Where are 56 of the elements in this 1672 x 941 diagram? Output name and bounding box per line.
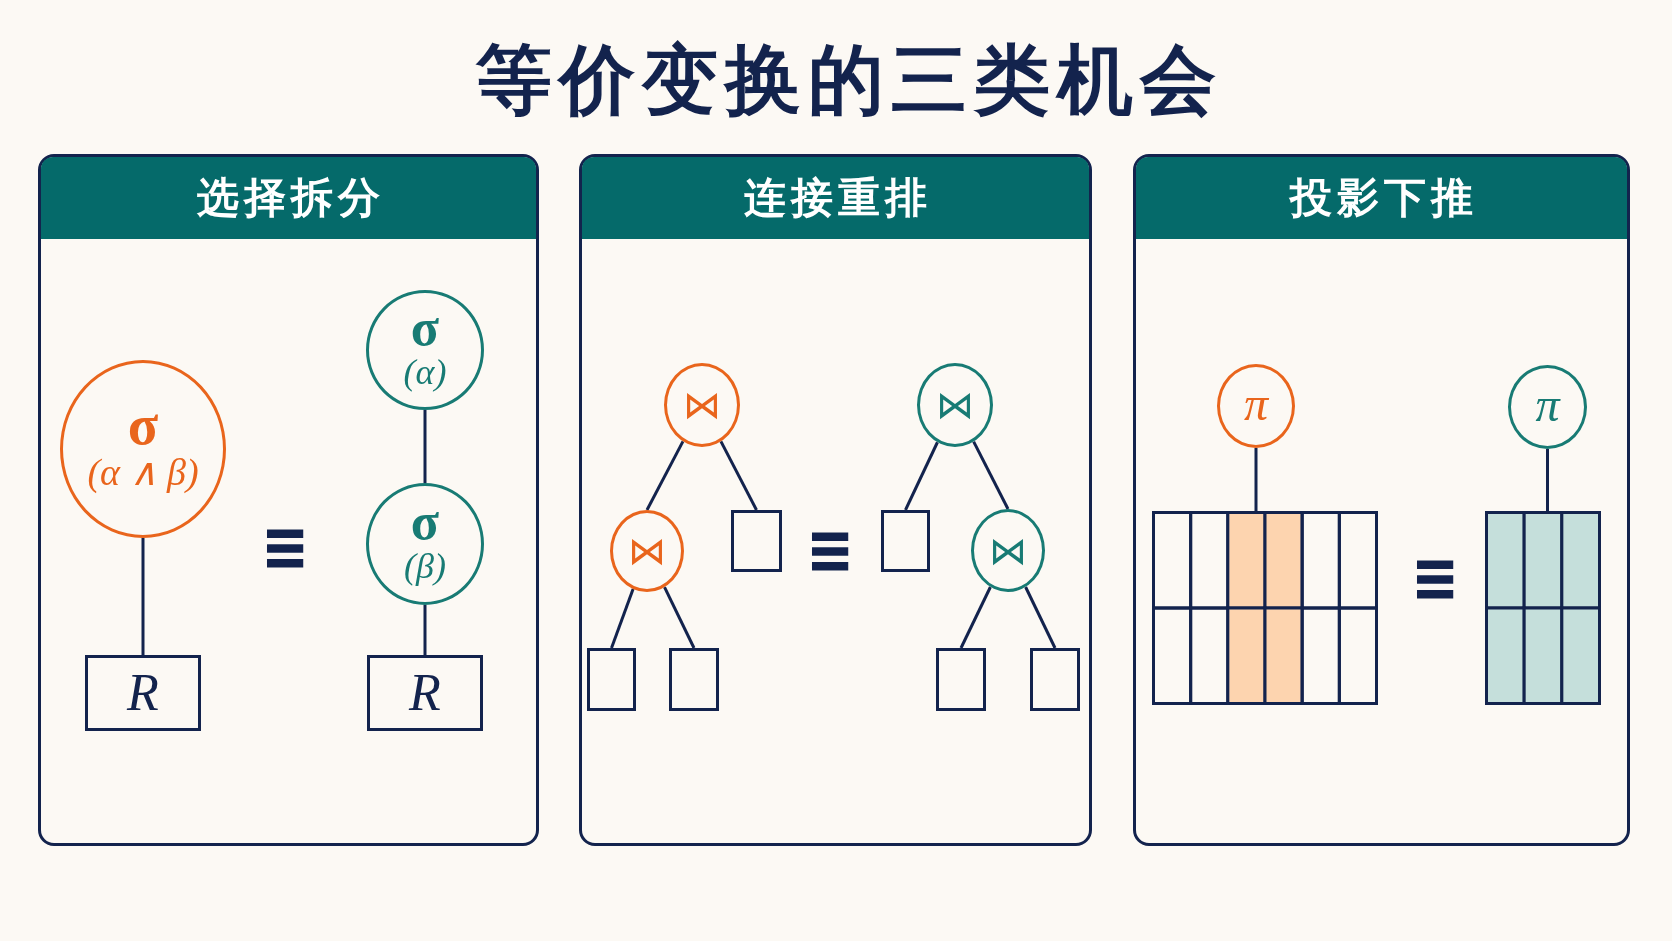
panel-header: 选择拆分 bbox=[41, 157, 536, 239]
selection-condition: (α ∧ β) bbox=[87, 453, 199, 493]
connector-line bbox=[610, 588, 635, 649]
join-symbol: ⋈ bbox=[989, 531, 1027, 570]
projection-node bbox=[1217, 364, 1295, 448]
selection-condition: (α) bbox=[403, 354, 447, 392]
connector-line bbox=[719, 440, 758, 511]
diagram-title: 等价变换的三类机会 bbox=[474, 38, 1223, 122]
equivalence-sign: ≡ bbox=[806, 527, 854, 573]
connector-line bbox=[423, 410, 427, 483]
equivalence-sign: ≡ bbox=[261, 524, 309, 570]
connector-line bbox=[423, 605, 427, 655]
join-symbol: ⋈ bbox=[936, 386, 974, 424]
selection-node bbox=[366, 483, 484, 605]
relation-box bbox=[669, 648, 719, 711]
selection-node bbox=[60, 360, 226, 538]
panel-header: 投影下推 bbox=[1136, 157, 1627, 239]
connector-line bbox=[645, 440, 685, 511]
panel-card bbox=[1133, 154, 1630, 846]
join-node bbox=[664, 363, 740, 447]
selection-symbol: σ bbox=[410, 496, 440, 549]
relation-box bbox=[587, 648, 636, 711]
panel-header: 连接重排 bbox=[582, 157, 1089, 239]
connector-line bbox=[1024, 586, 1057, 649]
equivalence-sign: ≡ bbox=[1411, 555, 1459, 601]
selection-symbol: σ bbox=[127, 397, 159, 454]
connector-line bbox=[904, 441, 939, 511]
relation-box bbox=[731, 510, 782, 572]
relation-table bbox=[1485, 511, 1601, 705]
selection-node bbox=[366, 290, 484, 410]
relation-name: R bbox=[409, 667, 441, 719]
connector-line bbox=[663, 586, 696, 649]
relation-box bbox=[367, 655, 483, 731]
relation-box bbox=[936, 648, 986, 711]
relation-box bbox=[85, 655, 201, 731]
connector-line bbox=[972, 440, 1010, 510]
connector-line bbox=[141, 538, 145, 655]
relation-table bbox=[1152, 511, 1378, 705]
connector-line bbox=[959, 586, 992, 649]
join-node bbox=[917, 363, 993, 447]
projection-symbol: π bbox=[1535, 381, 1560, 429]
projection-node bbox=[1508, 365, 1587, 449]
join-symbol: ⋈ bbox=[683, 386, 721, 424]
selection-symbol: σ bbox=[410, 302, 440, 355]
relation-box bbox=[881, 510, 930, 572]
panel-card bbox=[579, 154, 1092, 846]
join-symbol: ⋈ bbox=[628, 532, 666, 570]
join-node bbox=[971, 509, 1045, 592]
relation-box bbox=[1030, 648, 1080, 711]
projection-symbol: π bbox=[1243, 380, 1268, 428]
join-node bbox=[610, 510, 684, 592]
panel-card bbox=[38, 154, 539, 846]
selection-condition: (β) bbox=[404, 548, 446, 586]
relation-name: R bbox=[127, 667, 159, 719]
connector-line bbox=[1546, 449, 1549, 511]
connector-line bbox=[1254, 448, 1258, 511]
